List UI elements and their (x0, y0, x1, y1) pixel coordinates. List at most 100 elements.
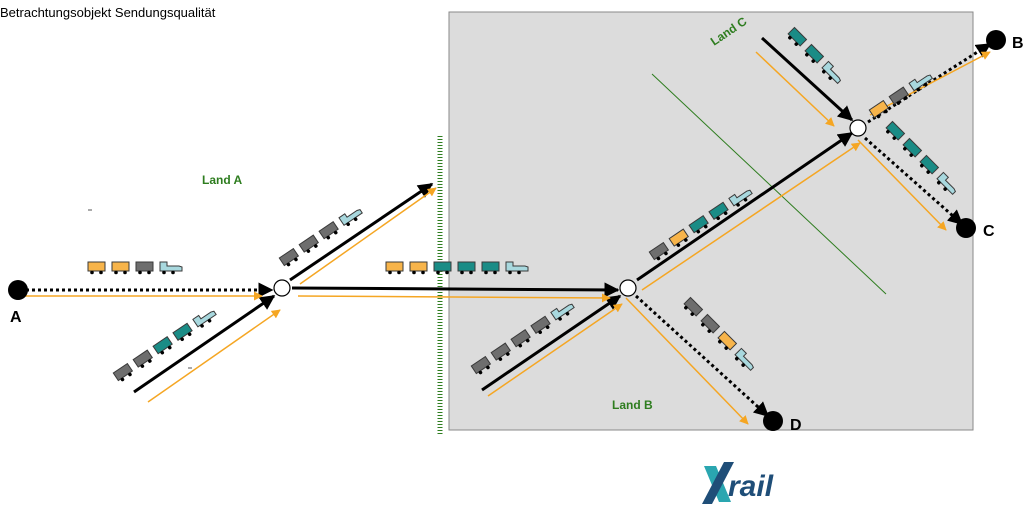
locomotive (338, 209, 363, 226)
wheel (436, 270, 440, 275)
wheel (903, 146, 907, 151)
wagon (688, 215, 709, 234)
wheel (207, 319, 212, 323)
wagon (683, 296, 704, 317)
wagon (409, 261, 428, 272)
flow-arrow-junction1-junction3 (297, 293, 611, 303)
wheel (884, 109, 888, 114)
wheel (892, 136, 897, 140)
wheel (923, 82, 928, 87)
wheel (493, 270, 497, 275)
wheel (445, 270, 449, 275)
train-5 (470, 303, 575, 375)
wheel (469, 270, 473, 275)
wheel (128, 372, 132, 377)
wheel (696, 229, 701, 234)
wheel (723, 211, 728, 216)
wheel (684, 238, 688, 242)
route-arrow-junction1-junction3 (291, 282, 620, 298)
wagon (787, 26, 808, 47)
locomotive (159, 261, 183, 272)
wheel (517, 270, 521, 275)
wheel (926, 170, 930, 174)
page-title: Betrachtungsobjekt Sendungsqualität (0, 5, 216, 20)
wagon (490, 342, 512, 361)
wheel (167, 345, 172, 350)
wagon (385, 261, 404, 272)
flow-arrow-junction4-c (857, 139, 947, 231)
wheel (684, 305, 688, 310)
wheel (346, 222, 350, 227)
locomotive (550, 303, 575, 321)
wheel (741, 363, 745, 367)
wheel (664, 251, 668, 256)
wheel (388, 270, 392, 275)
wagon (902, 137, 923, 158)
train-6 (648, 189, 753, 261)
wagon (481, 261, 500, 272)
node-label-a: A (10, 309, 22, 326)
wagon (804, 43, 825, 64)
wheel (518, 343, 523, 348)
wagon (111, 261, 130, 272)
wheel (676, 243, 681, 247)
junction-3 (619, 279, 637, 297)
country-label-land-a: Land A (202, 173, 243, 187)
wagon (700, 313, 721, 334)
flow-arrow-junction3-d (625, 297, 749, 425)
wheel (147, 270, 151, 275)
wheel (333, 230, 338, 235)
wagon (668, 228, 690, 247)
locomotive (936, 171, 957, 196)
wheel (114, 270, 118, 275)
wagon (888, 86, 910, 105)
locomotive (505, 261, 529, 272)
wheel (353, 217, 358, 222)
train-8 (787, 26, 842, 85)
wheel (148, 359, 152, 363)
wheel (162, 270, 166, 275)
flow-arrow-sw-junction3 (487, 303, 623, 397)
wheel (478, 370, 483, 375)
train-10 (683, 296, 755, 372)
flow-arrow-junction4-b (869, 51, 991, 116)
wheel (937, 180, 941, 185)
wheel (506, 352, 510, 356)
wheel (538, 330, 542, 335)
train-9 (885, 120, 957, 196)
wheel (508, 270, 512, 275)
locomotive (908, 74, 934, 92)
wagon (433, 261, 452, 272)
wheel (828, 76, 832, 80)
wagon (135, 261, 154, 272)
train-2 (385, 261, 529, 275)
locomotive (728, 189, 753, 207)
train-7 (868, 74, 934, 119)
wheel (140, 364, 145, 368)
wheel (724, 346, 728, 350)
node-c (956, 218, 976, 238)
logo-text: rail (728, 470, 774, 503)
wheel (822, 69, 826, 74)
route-arrow-north-junction4 (760, 36, 854, 122)
route-arrow-junction1-ne (289, 182, 434, 282)
wagon (510, 329, 531, 348)
flow-arrow-junction1-ne (299, 187, 437, 285)
flow-arrow-junction3-junction4 (641, 142, 861, 291)
wheel (294, 257, 298, 262)
wheel (326, 235, 331, 240)
train-4 (278, 209, 363, 267)
wheel (701, 322, 705, 327)
wagon (868, 99, 890, 119)
wheel (943, 187, 947, 191)
train-3 (112, 310, 217, 382)
wheel (123, 270, 127, 275)
wagon (885, 120, 906, 141)
wagon (172, 322, 193, 341)
wheel (565, 312, 570, 316)
node-label-c: C (983, 223, 995, 240)
wheel (707, 329, 712, 333)
wheel (421, 270, 425, 275)
node-label-d: D (790, 417, 802, 434)
